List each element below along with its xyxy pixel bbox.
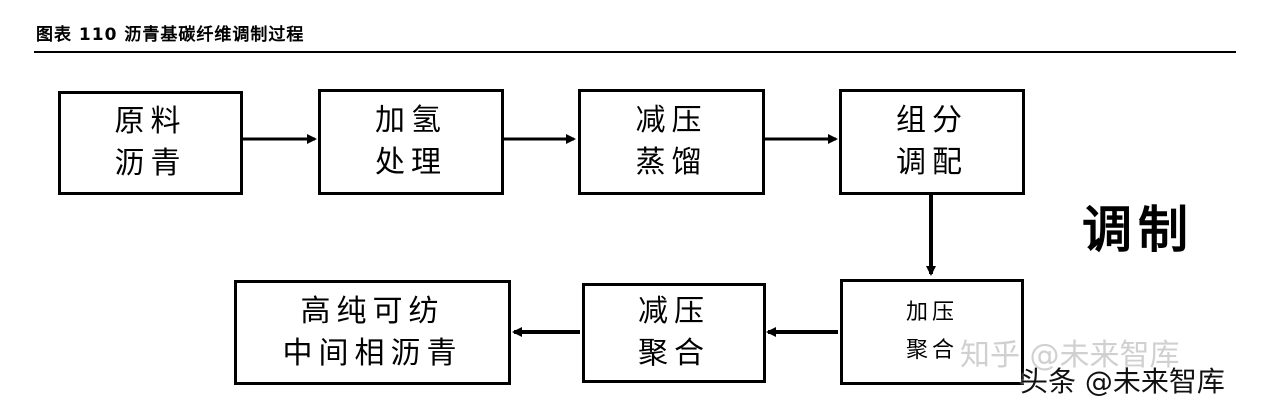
node-vacuum-distillation: 减压 蒸馏 [578, 89, 765, 195]
node-vacuum-polymerization-line1: 减压 [638, 294, 710, 329]
node-vacuum-polymerization-line2: 聚合 [638, 336, 710, 371]
node-raw-pitch: 原料 沥青 [58, 91, 243, 195]
side-label-blending: 调制 [1082, 201, 1194, 259]
figure-caption: 图表 110 沥青基碳纤维调制过程 [36, 25, 305, 45]
watermark-toutiao: 头条 @未来智库 [1020, 365, 1225, 398]
node-mesophase-pitch-product: 高纯可纺 中间相沥青 [234, 280, 511, 385]
node-mesophase-pitch-product-line2: 中间相沥青 [282, 335, 463, 371]
node-pressure-polymerization-line2: 聚合 [905, 338, 958, 363]
node-hydrotreatment-line2: 处理 [375, 145, 447, 180]
node-hydrotreatment: 加氢 处理 [318, 89, 504, 195]
node-component-blending-line1: 组分 [896, 103, 968, 138]
node-vacuum-distillation-line1: 减压 [635, 103, 708, 138]
node-raw-pitch-line2: 沥青 [114, 146, 187, 181]
node-vacuum-distillation-line2: 蒸馏 [635, 145, 708, 180]
node-vacuum-polymerization: 减压 聚合 [582, 283, 766, 383]
watermark-zhihu: 知乎 @未来智库 [960, 338, 1180, 373]
node-component-blending: 组分 调配 [839, 89, 1025, 195]
node-hydrotreatment-line1: 加氢 [375, 103, 447, 138]
caption-divider [34, 51, 1236, 53]
node-mesophase-pitch-product-line1: 高纯可纺 [300, 293, 445, 329]
node-raw-pitch-line1: 原料 [114, 104, 187, 139]
node-pressure-polymerization: 加压 聚合 [840, 279, 1024, 385]
node-pressure-polymerization-line1: 加压 [905, 300, 958, 325]
node-component-blending-line2: 调配 [896, 145, 968, 180]
